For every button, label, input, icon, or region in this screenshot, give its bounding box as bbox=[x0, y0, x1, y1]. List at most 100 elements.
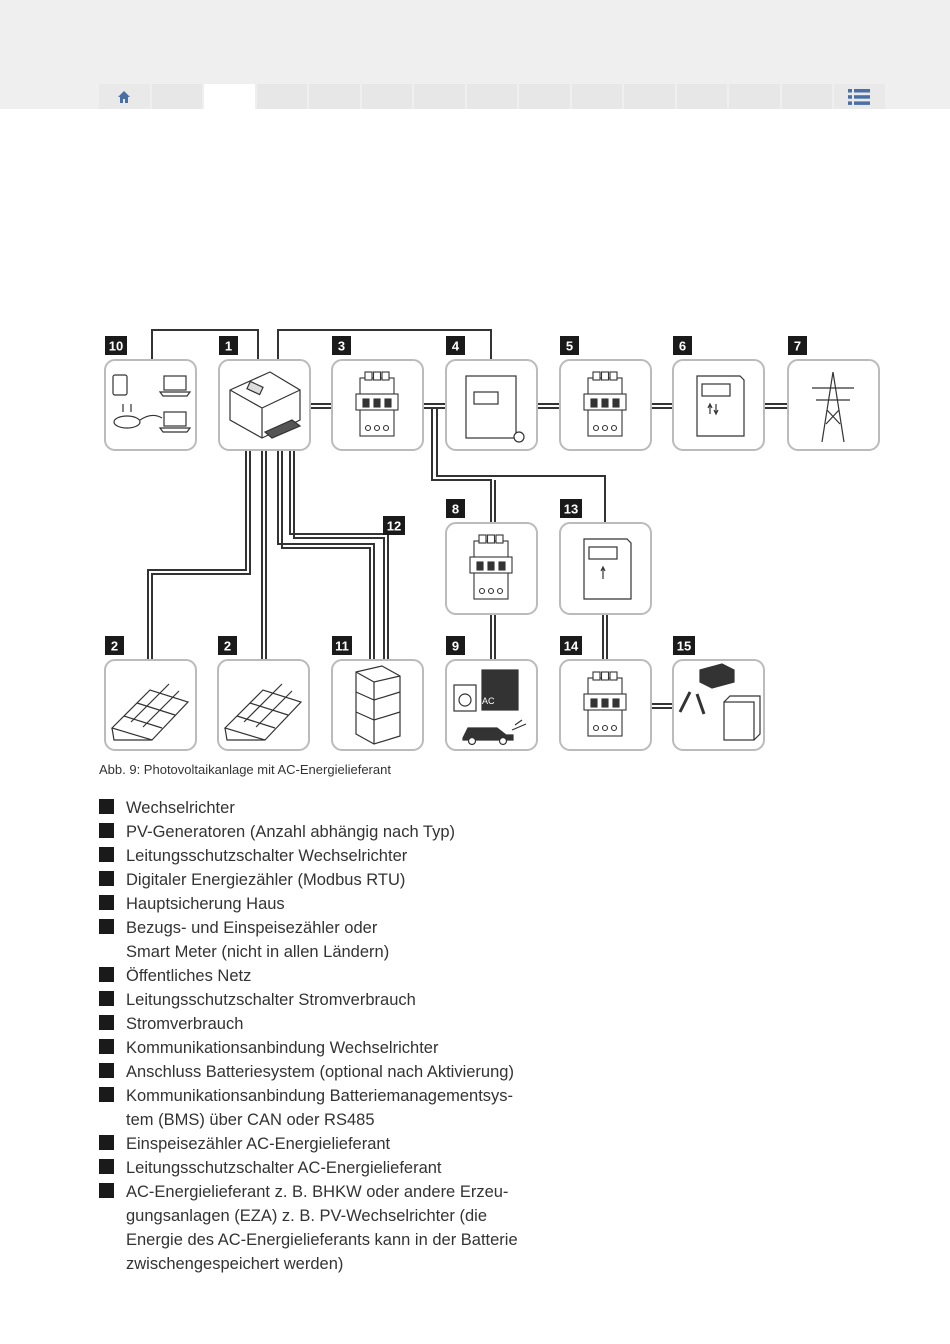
meter-cabinet-icon bbox=[583, 538, 632, 600]
badge-4: 4 bbox=[446, 336, 465, 355]
legend-marker bbox=[99, 799, 114, 814]
ac-supplier-icon bbox=[678, 663, 761, 741]
legend-item-text: Kommunikationsanbindung Batteriemanageme… bbox=[126, 1087, 514, 1105]
legend-marker bbox=[99, 1135, 114, 1150]
legend-item: Stromverbrauch bbox=[99, 1012, 559, 1036]
tab-chapter-11[interactable] bbox=[676, 84, 727, 109]
chapter-tabs bbox=[99, 84, 885, 109]
legend-item-text: Öffentliches Netz bbox=[126, 967, 252, 985]
tab-chapter-2-active[interactable] bbox=[204, 84, 255, 109]
legend-marker bbox=[99, 895, 114, 910]
badge-10: 10 bbox=[105, 336, 127, 355]
svg-text:3: 3 bbox=[338, 339, 345, 354]
badge-7: 7 bbox=[788, 336, 807, 355]
inverter-icon bbox=[229, 371, 302, 439]
svg-text:11: 11 bbox=[335, 639, 349, 654]
tab-chapter-12[interactable] bbox=[729, 84, 780, 109]
badge-1: 1 bbox=[219, 336, 238, 355]
svg-text:10: 10 bbox=[109, 339, 123, 354]
ac-label: AC bbox=[482, 696, 495, 706]
legend-marker bbox=[99, 871, 114, 886]
svg-text:8: 8 bbox=[452, 502, 459, 517]
legend-item: Anschluss Batteriesystem (optional nach … bbox=[99, 1060, 559, 1084]
legend-item-text: zwischengespeichert werden) bbox=[126, 1255, 344, 1273]
router-laptops-icon bbox=[112, 374, 192, 433]
badge-5: 5 bbox=[560, 336, 579, 355]
badge-15: 15 bbox=[673, 636, 695, 655]
svg-text:5: 5 bbox=[566, 339, 573, 354]
tab-chapter-1[interactable] bbox=[151, 84, 202, 109]
legend-item: Öffentliches Netz bbox=[99, 964, 559, 988]
legend-item-text: Kommunikationsanbindung Wechselrichter bbox=[126, 1039, 439, 1057]
svg-text:14: 14 bbox=[564, 639, 579, 654]
legend-item: Digitaler Energiezähler (Modbus RTU) bbox=[99, 868, 559, 892]
tab-chapter-10[interactable] bbox=[624, 84, 675, 109]
power-pylon-icon bbox=[812, 371, 854, 443]
badge-14: 14 bbox=[560, 636, 582, 655]
legend-item: Leitungsschutzschalter AC-Energieliefera… bbox=[99, 1156, 559, 1180]
badge-9: 9 bbox=[446, 636, 465, 655]
legend-item-text: Smart Meter (nicht in allen Ländern) bbox=[126, 943, 390, 961]
svg-text:9: 9 bbox=[452, 639, 459, 654]
legend-item: Wechselrichter bbox=[99, 796, 559, 820]
top-navigation-bar bbox=[0, 0, 950, 109]
svg-text:15: 15 bbox=[677, 639, 691, 654]
energy-meter-icon bbox=[465, 375, 525, 443]
legend-item-text: Leitungsschutzschalter Wechselrichter bbox=[126, 847, 408, 865]
legend-item-text: Einspeisezähler AC-Energielieferant bbox=[126, 1135, 391, 1153]
legend-marker bbox=[99, 1159, 114, 1174]
legend-item-text: gungsanlagen (EZA) z. B. PV-Wechselricht… bbox=[126, 1207, 488, 1225]
legend-item-text: PV-Generatoren (Anzahl abhängig nach Typ… bbox=[126, 823, 455, 841]
tab-menu[interactable] bbox=[834, 84, 885, 109]
figure-caption: Abb. 9: Photovoltaikanlage mit AC-Energi… bbox=[99, 762, 391, 777]
legend-item: Einspeisezähler AC-Energielieferant bbox=[99, 1132, 559, 1156]
circuit-breaker-icon bbox=[355, 371, 399, 437]
tab-chapter-8[interactable] bbox=[519, 84, 570, 109]
badge-3: 3 bbox=[332, 336, 351, 355]
tab-home[interactable] bbox=[99, 84, 150, 109]
legend-item-text: Leitungsschutzschalter AC-Energieliefera… bbox=[126, 1159, 442, 1177]
meter-cabinet-icon bbox=[696, 375, 745, 437]
tab-chapter-6[interactable] bbox=[414, 84, 465, 109]
badge-11: 11 bbox=[332, 636, 352, 655]
legend-marker bbox=[99, 967, 114, 982]
legend-item: Kommunikationsanbindung Wechselrichter bbox=[99, 1036, 559, 1060]
legend-item-text: Anschluss Batteriesystem (optional nach … bbox=[126, 1063, 514, 1081]
badge-2a: 2 bbox=[105, 636, 124, 655]
tab-chapter-13[interactable] bbox=[781, 84, 832, 109]
badge-12: 12 bbox=[383, 516, 405, 535]
tab-chapter-5[interactable] bbox=[361, 84, 412, 109]
tab-chapter-4[interactable] bbox=[309, 84, 360, 109]
wiring bbox=[147, 329, 788, 709]
pv-system-diagram: AC 10 1 3 4 5 6 7 12 8 13 2 2 11 9 14 15 bbox=[104, 329, 880, 751]
battery-system-icon bbox=[355, 665, 401, 745]
legend-item-text: AC-Energielieferant z. B. BHKW oder ande… bbox=[126, 1183, 509, 1201]
svg-text:4: 4 bbox=[452, 339, 460, 354]
badge-2b: 2 bbox=[218, 636, 237, 655]
legend-marker bbox=[99, 823, 114, 838]
tab-chapter-7[interactable] bbox=[466, 84, 517, 109]
tab-chapter-3[interactable] bbox=[256, 84, 307, 109]
legend-item-text: Digitaler Energiezähler (Modbus RTU) bbox=[126, 871, 406, 889]
legend-item-text: Bezugs- und Einspeisezähler oder bbox=[126, 919, 378, 937]
legend-marker bbox=[99, 1039, 114, 1054]
legend-item-text: Energie des AC-Energielieferants kann in… bbox=[126, 1231, 518, 1249]
legend-marker bbox=[99, 919, 114, 934]
badge-13: 13 bbox=[560, 499, 582, 518]
legend-item: Hauptsicherung Haus bbox=[99, 892, 559, 916]
home-icon bbox=[118, 90, 131, 103]
legend-item-text: Stromverbrauch bbox=[126, 1015, 244, 1033]
svg-text:2: 2 bbox=[111, 639, 118, 654]
legend-marker bbox=[99, 1087, 114, 1102]
legend-marker bbox=[99, 1183, 114, 1198]
legend-item-text: Leitungsschutzschalter Stromverbrauch bbox=[126, 991, 416, 1009]
power-consumers-icon: AC bbox=[453, 669, 527, 746]
tab-chapter-9[interactable] bbox=[571, 84, 622, 109]
solar-panel-icon bbox=[110, 683, 190, 741]
legend-item: Leitungsschutzschalter Wechselrichter bbox=[99, 844, 559, 868]
legend-marker bbox=[99, 1063, 114, 1078]
badge-6: 6 bbox=[673, 336, 692, 355]
legend-item-text: Hauptsicherung Haus bbox=[126, 895, 285, 913]
